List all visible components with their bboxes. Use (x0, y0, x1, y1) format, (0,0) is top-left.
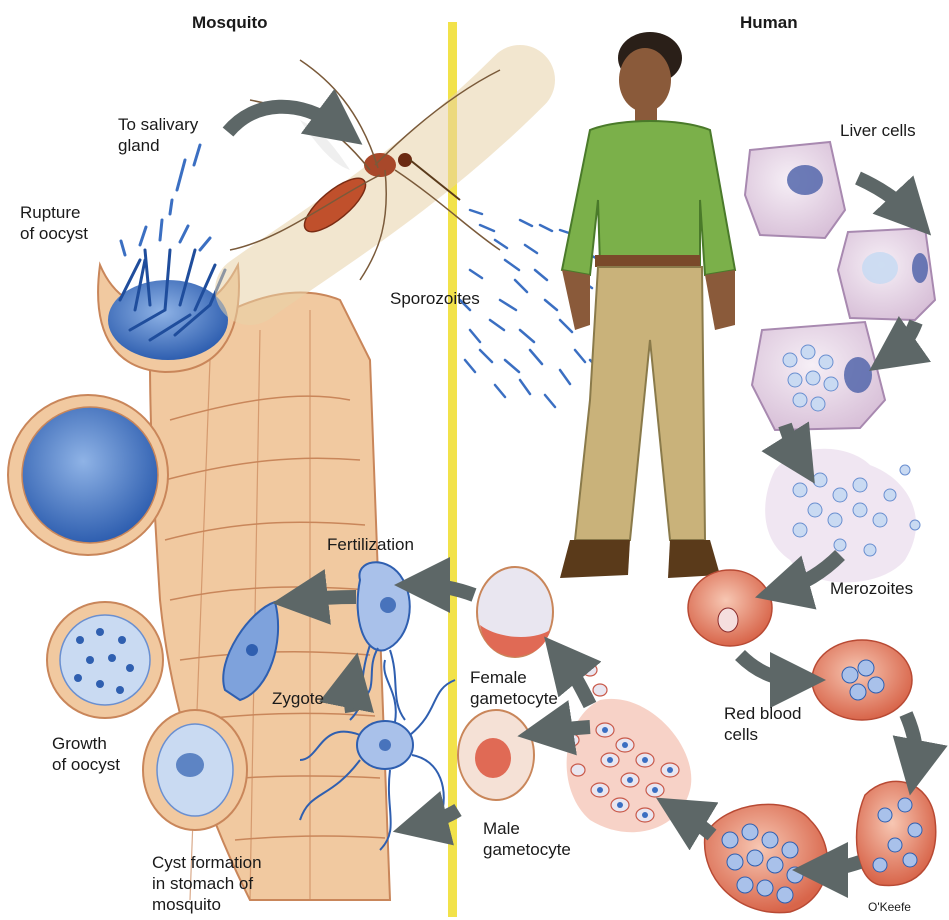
arrow-female-to-fert (422, 585, 474, 595)
female-gametocyte-cell (477, 567, 553, 657)
arrow-gametes-to-zygote (351, 680, 353, 712)
label-zygote: Zygote (272, 688, 324, 709)
red-blood-cell-3 (857, 781, 936, 885)
arrow-rbc-2 (906, 714, 916, 768)
arrow-to-salivary (228, 107, 340, 132)
male-gametocyte-cell (458, 710, 534, 800)
liver-cell-3 (752, 322, 885, 430)
arrow-liver-2 (892, 322, 916, 355)
red-blood-cell-4 (705, 804, 828, 912)
header-human: Human (740, 12, 798, 33)
mosquito (230, 60, 520, 290)
large-oocyst (8, 395, 168, 555)
arrow-rbc-4 (680, 812, 712, 835)
human-figure (560, 32, 735, 578)
label-female-gametocyte: Female gametocyte (470, 667, 558, 709)
arrow-liver-1 (858, 178, 912, 215)
arrow-rbc-1 (740, 655, 798, 680)
label-rupture-of-oocyst: Rupture of oocyst (20, 202, 88, 244)
liver-cell-2 (838, 228, 935, 320)
liver-cell-1 (745, 142, 845, 238)
rupturing-oocyst (98, 145, 239, 372)
label-sporozoites: Sporozoites (390, 288, 480, 309)
arrow-rbc-3 (820, 862, 860, 870)
label-cyst-formation: Cyst formation in stomach of mosquito (152, 852, 262, 915)
label-to-salivary-gland: To salivary gland (118, 114, 198, 156)
header-mosquito: Mosquito (192, 12, 268, 33)
arrow-fert-to-zygote (300, 597, 356, 600)
label-growth-of-oocyst: Growth of oocyst (52, 733, 120, 775)
growing-oocyst (47, 602, 163, 718)
early-cyst (143, 710, 247, 830)
label-male-gametocyte: Male gametocyte (483, 818, 571, 860)
red-blood-cell-2 (812, 640, 912, 720)
red-blood-cell-1 (688, 570, 772, 646)
label-merozoites: Merozoites (830, 578, 913, 599)
label-liver-cells: Liver cells (840, 120, 916, 141)
arrow-to-male (545, 727, 590, 732)
artist-signature: O'Keefe (868, 900, 911, 914)
label-fertilization: Fertilization (327, 534, 414, 555)
label-red-blood-cells: Red blood cells (724, 703, 802, 745)
merozoite-release (765, 449, 920, 583)
